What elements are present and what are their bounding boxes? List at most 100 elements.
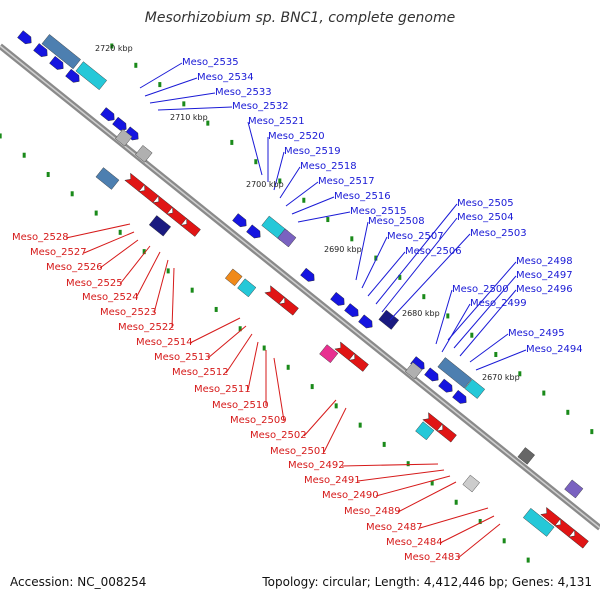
leader-line — [65, 223, 131, 239]
reverse-gene-arrow — [568, 529, 589, 549]
reverse-gene-arrow — [152, 195, 173, 215]
gc-dot — [0, 133, 2, 139]
gc-dot — [326, 217, 330, 223]
forward-gene-arrow — [112, 116, 127, 131]
forward-gene-arrow — [300, 267, 315, 282]
leader-line — [83, 231, 135, 254]
gc-dot — [166, 268, 170, 274]
gc-dot — [350, 236, 354, 242]
gene-label: Meso_2519 — [284, 146, 341, 157]
gene-label: Meso_2528 — [12, 232, 69, 243]
leader-line — [341, 463, 439, 467]
leader-line — [323, 407, 347, 453]
gene-label: Meso_2521 — [248, 116, 305, 127]
gene-block — [41, 34, 81, 70]
gc-dot — [566, 409, 570, 415]
leader-line — [207, 325, 247, 359]
leader-line — [441, 303, 471, 353]
leader-line — [139, 62, 183, 89]
gene-label: Meso_2496 — [516, 284, 573, 295]
forward-gene-arrow — [438, 378, 453, 393]
gene-label: Meso_2494 — [526, 344, 583, 355]
gene-label: Meso_2509 — [230, 415, 287, 426]
reverse-gene-arrow — [166, 206, 187, 226]
leader-line — [397, 481, 457, 513]
gene-block — [135, 145, 153, 163]
leader-line — [291, 196, 335, 215]
gene-block — [378, 309, 400, 330]
gene-label: Meso_2502 — [250, 430, 307, 441]
gene-label: Meso_2490 — [322, 490, 379, 501]
gene-block — [522, 508, 555, 537]
gene-label: Meso_2484 — [386, 537, 443, 548]
gene-label: Meso_2512 — [172, 367, 229, 378]
gene-label: Meso_2523 — [100, 307, 157, 318]
gene-label: Meso_2517 — [318, 176, 375, 187]
gene-block — [462, 474, 480, 493]
gc-dot — [302, 197, 306, 203]
leader-line — [453, 275, 517, 349]
gene-label: Meso_2533 — [215, 87, 272, 98]
forward-gene-arrow — [452, 389, 467, 404]
gene-label: Meso_2534 — [197, 72, 254, 83]
gene-label: Meso_2525 — [66, 278, 123, 289]
gc-dot — [430, 480, 434, 486]
gene-block — [95, 167, 120, 190]
gene-label: Meso_2527 — [30, 247, 87, 258]
gene-block — [319, 344, 339, 364]
forward-gene-arrow — [100, 107, 115, 122]
kbp-tick-label: 2670 kbp — [482, 373, 520, 382]
reverse-gene-arrow — [278, 296, 299, 316]
gc-dot — [134, 62, 138, 68]
leader-line — [149, 92, 216, 104]
gc-dot — [310, 384, 314, 390]
gc-dot — [446, 313, 450, 319]
leader-line — [99, 239, 139, 269]
leader-line — [375, 475, 451, 497]
kbp-tick-label: 2700 kbp — [246, 180, 284, 189]
gene-label: Meso_2501 — [270, 446, 327, 457]
gc-skew-track — [0, 43, 594, 563]
gene-block — [517, 447, 535, 465]
gc-dot — [158, 82, 162, 88]
leader-line — [279, 166, 301, 199]
gc-dot — [254, 159, 258, 165]
gc-dot — [22, 152, 26, 158]
gene-label: Meso_2483 — [404, 552, 461, 563]
leader-line — [457, 523, 501, 559]
leader-line — [447, 261, 517, 341]
leader-line — [439, 515, 495, 544]
gc-dot — [374, 255, 378, 261]
gene-label: Meso_2511 — [194, 384, 251, 395]
gc-dot — [118, 229, 122, 235]
kbp-tick-label: 2690 kbp — [324, 245, 362, 254]
leader-line — [273, 357, 285, 422]
reverse-gene-arrow — [540, 506, 561, 527]
gene-label: Meso_2498 — [516, 256, 573, 267]
gc-dot — [398, 274, 402, 280]
gene-block — [415, 421, 435, 441]
gene-label: Meso_2532 — [232, 101, 289, 112]
accession: Accession: NC_008254 — [10, 575, 147, 589]
gene-labels: Meso_2535Meso_2534Meso_2533Meso_2532Meso… — [12, 57, 583, 563]
gene-label: Meso_2503 — [470, 228, 527, 239]
gc-dot — [470, 332, 474, 338]
forward-gene-arrow — [49, 56, 64, 70]
gc-dot — [382, 441, 386, 447]
feature-track — [17, 30, 589, 549]
reverse-gene-arrow — [124, 172, 145, 192]
gc-dot — [70, 191, 74, 197]
gc-dot — [286, 364, 290, 370]
gene-label: Meso_2487 — [366, 522, 423, 533]
gene-label: Meso_2505 — [457, 198, 514, 209]
kbp-tick-label: 2720 kbp — [95, 44, 133, 53]
leader-line — [361, 236, 388, 289]
gene-label: Meso_2518 — [300, 161, 357, 172]
forward-gene-arrow — [17, 30, 32, 45]
leader-line — [225, 333, 253, 374]
forward-gene-arrow — [358, 314, 373, 329]
gc-dot — [230, 139, 234, 145]
reverse-gene-arrow — [348, 352, 369, 372]
